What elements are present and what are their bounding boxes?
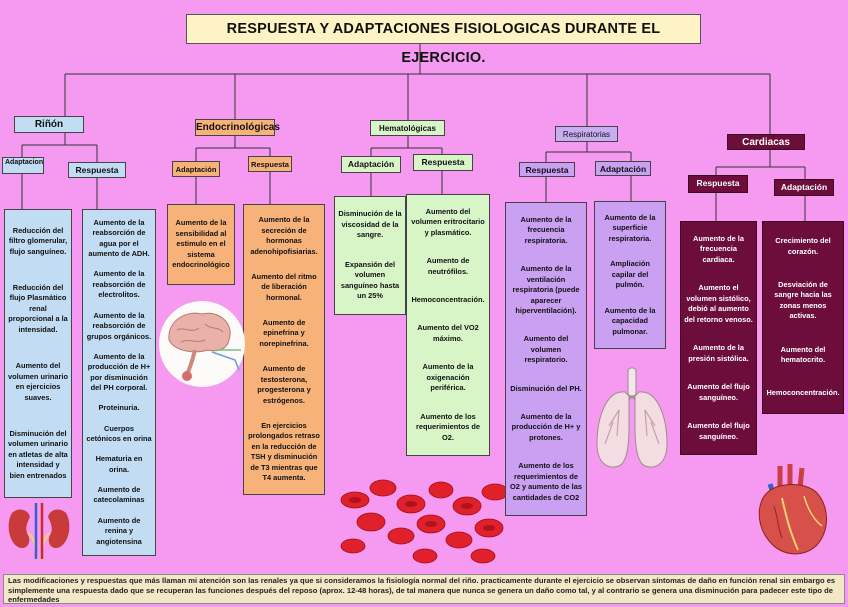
hemato-respuesta-item: Aumento de la oxigenación periférica. [422,362,474,393]
rinon-respuesta-list: Aumento de la reabsorción de agua por el… [82,209,156,556]
card-respuesta-label: Respuesta [688,175,748,193]
category-rinon: Riñón [14,116,84,133]
hemato-respuesta-item: Aumento del volumen eritrocitario y plas… [411,206,485,237]
endocrino-respuesta-item: Aumento de la secreción de hormonas aden… [250,215,318,256]
hemato-respuesta-label: Respuesta [413,154,473,171]
resp-adaptacion-item: Aumento de la superficie respiratoria. [604,212,656,243]
rinon-respuesta-item: Aumento de la reabsorción de electrolito… [92,269,146,300]
hemato-adaptacion-item: Expansión del volumen sanguíneo hasta un… [340,259,400,301]
card-respuesta-item: Aumento de la frecuencia cardiaca. [693,233,744,264]
endocrino-respuesta-item: Aumento del ritmo de liberación hormonal… [251,271,317,302]
category-hemato: Hematológicas [370,120,445,136]
hemato-respuesta-item: Aumento de los requerimientos de O2. [415,411,481,442]
card-adaptacion-item: Crecimiento del corazón. [775,236,831,256]
card-adaptacion-list: Crecimiento del corazón. Desviación de s… [762,221,844,414]
endocrino-respuesta-item: Aumento de epinefrina y norepinefrina. [259,317,309,348]
rinon-adaptacion-item: Reducción del flujo Plasmático renal pro… [8,282,68,334]
rinon-respuesta-item: Aumento de la reabsorción de agua por el… [88,217,150,259]
category-resp: Respiratorias [555,126,618,142]
endocrino-respuesta-label: Respuesta [248,156,292,172]
blood-cells-icon [340,479,509,564]
hemato-respuesta-item: Hemoconcentración. [411,295,485,305]
resp-respuesta-item: Aumento de la producción de H+ y protone… [511,411,581,442]
rinon-adaptacion-list: Reducción del filtro glomerular, flujo s… [4,209,72,498]
endocrino-adaptacion-label: Adaptación [172,161,220,177]
brain-pituitary-icon [159,301,245,387]
rinon-respuesta-item: Aumento de renina y angiotensina [96,515,142,546]
resp-adaptacion-label: Adaptación [595,161,651,176]
card-respuesta-item: Aumento el volumen sistólico, debió al a… [684,283,753,324]
card-adaptacion-item: Desviación de sangre hacia las zonas men… [774,279,832,321]
hemato-adaptacion-list: Disminución de la viscosidad de la sangr… [334,196,406,315]
endocrino-respuesta-list: Aumento de la secreción de hormonas aden… [243,204,325,495]
hemato-adaptacion-item: Disminución de la viscosidad de la sangr… [338,209,402,240]
resp-respuesta-item: Aumento de la frecuencia respiratoria. [520,214,572,245]
resp-respuesta-item: Aumento de los requerimientos de O2 y au… [510,461,582,502]
resp-respuesta-item: Disminución del PH. [510,383,582,393]
hemato-adaptacion-label: Adaptación [341,156,401,173]
rinon-respuesta-item: Aumento de catecolaminas [93,484,145,505]
rinon-adaptacion-item: Disminución del volumen urinario en atle… [8,428,68,480]
resp-respuesta-label: Respuesta [519,162,575,177]
endocrino-respuesta-item: Aumento de testosterona, progesterona y … [257,364,311,405]
resp-respuesta-item: Aumento del volumen respiratorio. [523,334,569,365]
card-respuesta-item: Aumento de la presión sistólica. [688,343,749,363]
hemato-respuesta-list: Aumento del volumen eritrocitario y plas… [406,194,490,456]
resp-adaptacion-list: Aumento de la superficie respiratoria. A… [594,201,666,349]
rinon-adaptacion-item: Aumento del volumen urinario en ejercici… [8,361,68,402]
rinon-adaptacion-item: Reducción del filtro glomerular, flujo s… [8,225,68,256]
card-respuesta-list: Aumento de la frecuencia cardiaca. Aumen… [680,221,757,455]
rinon-respuesta-item: Aumento de la producción de H+ por dismi… [87,351,151,393]
endocrino-adaptacion-item: Aumento de la sensibilidad al estimulo e… [172,218,230,270]
card-respuesta-item: Aumento del flujo sanguíneo. [687,421,750,441]
footer-conclusion: Las modificaciones y respuestas que más … [3,574,845,604]
hemato-respuesta-item: Aumento del VO2 máximo. [417,323,479,343]
rinon-adaptacion-label: Adaptaciones [2,157,44,174]
card-adaptacion-item: Hemoconcentración. [766,388,840,398]
resp-adaptacion-item: Aumento de la capacidad pulmonar. [604,305,656,336]
page-title: RESPUESTA Y ADAPTACIONES FISIOLOGICAS DU… [186,14,701,66]
endocrino-adaptacion-list: Aumento de la sensibilidad al estimulo e… [167,204,235,285]
resp-adaptacion-item: Ampliación capilar del pulmón. [610,259,650,290]
rinon-respuesta-item: Cuerpos cetónicos en orina [86,423,152,444]
resp-respuesta-list: Aumento de la frecuencia respiratoria. A… [505,202,587,516]
endocrino-respuesta-item: En ejercicios prolongados retraso en la … [248,420,320,483]
category-card: Cardiacas [727,134,805,150]
hemato-respuesta-item: Aumento de neutrófilos. [426,256,470,276]
kidneys-icon [8,503,70,560]
rinon-respuesta-item: Aumento de la reabsorción de grupos orgá… [86,310,152,341]
heart-icon [758,464,827,555]
card-respuesta-item: Aumento del flujo sanguíneo. [687,382,750,402]
lungs-icon [596,367,668,468]
card-adaptacion-label: Adaptación [774,179,834,196]
card-adaptacion-item: Aumento del hematocrito. [780,344,826,365]
rinon-respuesta-item: Proteinuria. [98,403,140,413]
category-endocrino: Endocrinológicas [195,119,280,136]
rinon-respuesta-label: Respuesta [68,162,126,178]
resp-respuesta-item: Aumento de la ventilación respiratoria (… [512,264,580,316]
rinon-respuesta-item: Hematuria en orina. [95,454,143,474]
